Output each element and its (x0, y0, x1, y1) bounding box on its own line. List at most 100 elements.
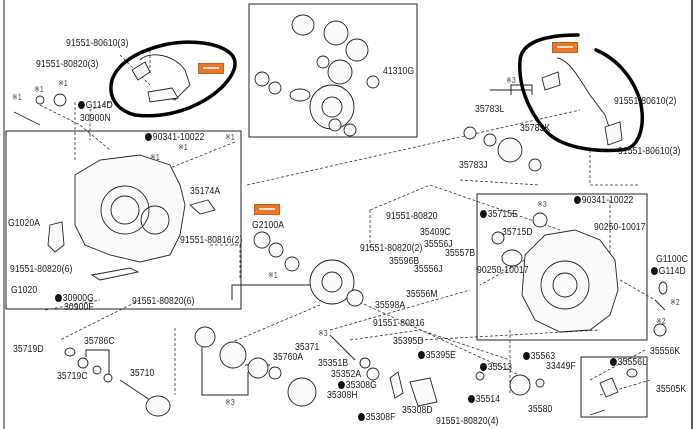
note-marker: ※1 (34, 85, 44, 94)
part-label[interactable]: 35351B (318, 358, 349, 369)
oil-pan-plate (90, 267, 140, 281)
part-label[interactable]: 35715D (502, 227, 533, 238)
note-marker: ※1 (150, 153, 160, 162)
part-label[interactable]: 91551-80610(2) (614, 96, 677, 107)
part-label[interactable]: 35556J (414, 264, 443, 275)
part-label[interactable]: 90250-10017 (477, 265, 529, 276)
part-label[interactable]: 91551-80820(6) (10, 264, 73, 275)
part-label[interactable]: 35557B (445, 248, 476, 259)
new-part-dot (480, 363, 487, 371)
part-label[interactable]: 91551-80820(2) (360, 243, 423, 254)
note-marker: ※1 (178, 143, 188, 152)
part-label[interactable]: 35505K (656, 384, 687, 395)
new-part-dot (418, 351, 425, 359)
valve-box (580, 356, 648, 418)
part-label[interactable]: 30900F (64, 302, 94, 313)
note-marker: ※3 (318, 329, 328, 338)
transaxle-case-right (521, 229, 619, 333)
part-label[interactable]: 91551-80820(4) (436, 416, 499, 427)
highlight-tag-middle (254, 204, 280, 215)
part-label[interactable]: 35580 (528, 404, 553, 415)
part-label[interactable]: 90250-10017 (594, 222, 646, 233)
new-part-dot (480, 210, 487, 218)
output-gear-35710 (145, 395, 171, 417)
part-label[interactable]: 35371 (295, 342, 320, 353)
bracket-g1020a (47, 221, 65, 253)
part-label[interactable]: 35556J (424, 239, 453, 250)
note-marker: ※1 (225, 133, 235, 142)
left-housing-box (5, 130, 242, 310)
part-label[interactable]: 35556K (650, 346, 681, 357)
new-part-dot (651, 267, 658, 275)
part-label[interactable]: 35783J (459, 160, 488, 171)
part-label[interactable]: 35308G (338, 380, 377, 391)
highlight-tag-left (198, 63, 224, 74)
part-label[interactable]: G1100C (656, 254, 688, 265)
new-part-dot (145, 133, 152, 141)
part-label[interactable]: 35395D (393, 336, 424, 347)
new-part-dot (574, 196, 581, 204)
part-label[interactable]: 91551-80816 (373, 318, 425, 329)
part-label[interactable]: 35174A (190, 186, 221, 197)
right-housing-box (476, 193, 648, 341)
part-label[interactable]: 30900G (55, 293, 94, 304)
note-marker: ※3 (225, 398, 235, 407)
part-label[interactable]: G114D (651, 266, 686, 277)
part-label[interactable]: 35710 (130, 368, 155, 379)
part-label[interactable]: 30900N (80, 113, 111, 124)
gear-35760a (287, 377, 317, 407)
part-label[interactable]: 35760A (273, 352, 304, 363)
new-part-dot (610, 358, 617, 366)
part-label[interactable]: 91551-80820(6) (132, 296, 195, 307)
part-label[interactable]: 35308F (358, 412, 395, 423)
part-label[interactable]: 91551-80610(3) (66, 38, 129, 49)
part-label[interactable]: G114D (78, 100, 113, 111)
part-label[interactable]: 35395E (418, 350, 456, 361)
part-label[interactable]: 35556M (406, 289, 438, 300)
part-label[interactable]: 33449F (546, 361, 576, 372)
part-label[interactable]: 35715E (480, 209, 518, 220)
bracket-35786c (85, 349, 110, 376)
part-label[interactable]: 35308H (327, 390, 358, 401)
note-marker: ※1 (58, 79, 68, 88)
part-label[interactable]: 91551-80820(3) (36, 59, 99, 70)
part-label[interactable]: 35514 (468, 394, 500, 405)
transaxle-case-left (74, 154, 186, 263)
part-label[interactable]: 91551-80610(3) (618, 146, 681, 157)
diff-kit-box (248, 3, 418, 138)
part-label[interactable]: 35598A (375, 300, 406, 311)
part-label[interactable]: G1020A (8, 218, 41, 229)
part-label[interactable]: 35556L (610, 357, 647, 368)
part-label[interactable]: 41310G (383, 66, 415, 77)
new-part-dot (358, 413, 365, 421)
part-label[interactable]: 90341-10022 (574, 195, 633, 206)
note-marker: ※1 (268, 271, 278, 280)
part-label[interactable]: 35409C (420, 227, 451, 238)
wire-harness-left (139, 54, 191, 101)
new-part-dot (523, 352, 530, 360)
part-label[interactable]: G2100A (252, 220, 285, 231)
new-part-dot (338, 381, 345, 389)
part-label[interactable]: 35352A (331, 369, 362, 380)
part-label[interactable]: 35783L (475, 104, 505, 115)
bracket-bearing-left (201, 340, 249, 396)
part-label[interactable]: G1020 (11, 285, 38, 296)
part-label[interactable]: 35513 (480, 362, 512, 373)
part-label[interactable]: 35596B (389, 256, 420, 267)
highlight-circle-right (518, 33, 644, 153)
wire-harness-right (556, 57, 611, 131)
part-label[interactable]: 35783K (520, 123, 551, 134)
part-label[interactable]: 91551-80820 (386, 211, 438, 222)
part-label[interactable]: 35719D (13, 344, 44, 355)
part-label[interactable]: 91551-80816(2) (180, 235, 243, 246)
part-label[interactable]: 35563 (523, 351, 555, 362)
part-label[interactable]: 90341-10022 (145, 132, 204, 143)
part-label[interactable]: 35308D (402, 405, 433, 416)
new-part-dot (468, 395, 475, 403)
part-label[interactable]: 35786C (84, 336, 115, 347)
highlight-circle-left (109, 40, 237, 118)
part-label[interactable]: 35719C (57, 371, 88, 382)
note-marker: ※2 (670, 298, 680, 307)
